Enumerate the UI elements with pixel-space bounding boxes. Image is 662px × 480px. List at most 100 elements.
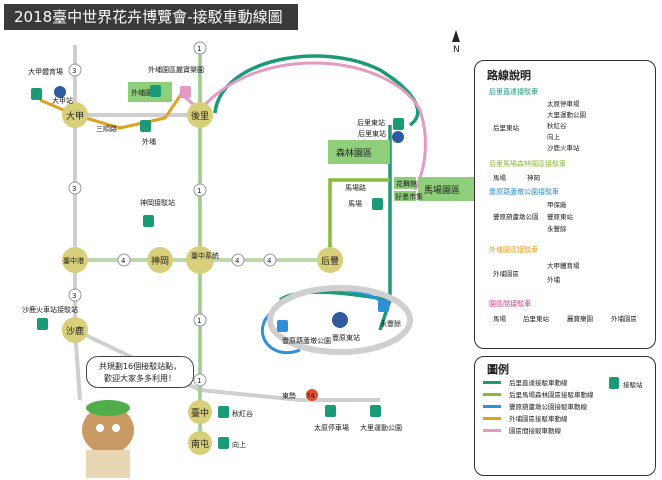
- legend-panel: 圖例 后里直達接駁車動線 后里馬場森林園區接駁車動線 豐原葫蘆墩公園接駁車動線 …: [474, 356, 656, 476]
- legend-item-teal: 后里直達接駁車動線: [509, 379, 568, 387]
- label-qiuhong: 秋紅谷: [232, 409, 253, 418]
- label-dajia-stadium: 大甲體育場: [28, 67, 63, 76]
- teal-dest-2: 大里運動公園: [547, 111, 586, 119]
- label-shalu-stop: 沙鹿火車站接駁站: [22, 305, 78, 314]
- legend-line-teal: [483, 381, 501, 384]
- hub-dajia: 大甲: [66, 110, 84, 122]
- pink-flow-3: 麗寶樂園: [567, 315, 593, 323]
- info-bubble: 共規劃16個接駁站點， 歡迎大家多多利用！: [86, 356, 194, 388]
- orange-origin: 外埔園區: [493, 270, 519, 278]
- label-fengyuan-east: 豐原東站: [332, 333, 360, 342]
- label-dali: 大里運動公園: [360, 423, 402, 432]
- legend-bus-icon: [609, 377, 619, 389]
- green-route: [328, 178, 390, 255]
- teal-dest-5: 沙鹿火車站: [547, 144, 580, 152]
- dajia-rail-icon: [54, 86, 66, 98]
- waipu-park-label: 外埔園區: [131, 88, 159, 97]
- flower-hall-label: 花舞館: [396, 179, 417, 188]
- label-xiangshang: 向上: [232, 440, 246, 449]
- teal-origin: 后里東站: [493, 124, 519, 132]
- hub-houli: 後里: [191, 110, 209, 122]
- blue-dest-2: 豐原東站: [547, 213, 573, 221]
- legend-line-orange: [483, 417, 501, 420]
- label-houli-east-b: 后里東站: [358, 129, 386, 138]
- shield-3b: 3: [72, 185, 76, 193]
- shield-74: 74: [306, 392, 315, 400]
- hub-nantun: 南屯: [191, 438, 209, 450]
- pink-route: [179, 61, 427, 191]
- flower-hall-box: [394, 177, 416, 189]
- blue-origin: 豐原葫蘆墩公園: [493, 213, 539, 221]
- hub-taichung-port: 臺中港: [63, 256, 84, 265]
- label-shengang-stop: 神岡接駁站: [140, 198, 175, 207]
- shield-1c: 1: [197, 317, 201, 325]
- green-from: 馬場: [493, 174, 506, 182]
- label-waichang-park: 外埔園區: [148, 65, 176, 74]
- shield-3c: 3: [72, 292, 76, 300]
- label-taiyuan: 太原停車場: [314, 423, 349, 432]
- mascot-icon: [82, 400, 134, 478]
- label-horse-rd: 馬場路: [345, 183, 366, 192]
- legend-line-blue: [483, 405, 501, 408]
- group-teal-title: 后里直達接駁車: [489, 88, 538, 96]
- shield-3a: 3: [72, 67, 76, 75]
- good-gate-box: [394, 191, 416, 201]
- group-blue-title: 豐原葫蘆墩公園接駁車: [489, 188, 559, 196]
- shield-4b: 4: [235, 257, 240, 265]
- route-panel: 路線說明 后里直達接駁車 后里東站 太原停車場 大里運動公園 秋紅谷 向上 沙鹿…: [474, 60, 656, 349]
- shield-4a: 4: [121, 257, 126, 265]
- label-lihbao: 麗寶樂園: [176, 65, 204, 74]
- blue-dest-3: 永豐餘: [547, 225, 567, 233]
- pink-flow-1: 馬場: [493, 315, 506, 323]
- pink-flow-2: 后里東站: [523, 315, 549, 323]
- label-dongshi: 東勢: [282, 391, 296, 400]
- group-orange-title: 外埔園區接駁車: [489, 246, 538, 254]
- hub-shalu: 沙鹿: [66, 325, 84, 337]
- shield-74-bg: [306, 389, 318, 401]
- shield-4c: 4: [267, 257, 272, 265]
- legend-title: 圖例: [487, 363, 509, 376]
- hub-shengang: 神岡: [151, 255, 169, 267]
- forest-park-box: [328, 140, 390, 164]
- bubble-line-2: 歡迎大家多多利用！: [104, 374, 176, 383]
- green-to: 神岡: [527, 174, 540, 182]
- hub-houfeng: 后豐: [321, 256, 339, 267]
- label-waipu: 外埔: [142, 137, 156, 146]
- teal-dest-1: 太原停車場: [547, 100, 580, 108]
- good-gate-label: 好墨市集: [395, 192, 423, 201]
- label-huludun: 豐原葫蘆墩公園: [282, 336, 331, 345]
- teal-dest-3: 秋紅谷: [547, 122, 567, 130]
- label-houli-east: 后里東站: [357, 118, 385, 127]
- map-title: 2018臺中世界花卉博覽會-接駁車動線圖: [4, 4, 298, 30]
- blue-dest-1: 甲保廠: [547, 201, 567, 209]
- label-sanhu: 三順路: [96, 124, 117, 133]
- horse-park-box: [418, 177, 474, 201]
- legend-item-pink: 園區間接駁車動線: [509, 427, 561, 435]
- orange-dest-2: 外埔: [547, 276, 560, 284]
- shield-1a: 1: [197, 45, 201, 53]
- horse-park-label: 馬場園區: [424, 184, 460, 196]
- road-shields: [68, 41, 277, 387]
- group-pink-title: 園區間接駁車: [489, 300, 531, 308]
- shield-1b: 1: [197, 187, 201, 195]
- teal-dest-4: 向上: [547, 133, 560, 141]
- compass-icon: [452, 30, 460, 42]
- route-panel-title: 路線說明: [487, 69, 531, 82]
- pink-flow-4: 外埔園區: [611, 315, 637, 323]
- hub-taichung: 臺中: [191, 407, 209, 419]
- label-yongfeng: 永豐餘: [380, 319, 401, 328]
- legend-item-orange: 外埔園區接駁車動線: [509, 415, 568, 423]
- legend-line-green: [483, 393, 501, 396]
- bubble-line-1: 共規劃16個接駁站點，: [98, 362, 182, 371]
- group-green-title: 后里馬場森林園區接駁車: [489, 160, 566, 168]
- legend-item-blue: 豐原葫蘆墩公園接駁車動線: [509, 403, 587, 411]
- orange-dest-1: 大甲體育場: [547, 262, 580, 270]
- label-horse-stop: 馬場: [348, 199, 362, 208]
- compass-label: N: [453, 45, 460, 55]
- fengyuan-rail-icon: [332, 312, 348, 328]
- legend-station-label: 接駁站: [623, 381, 643, 389]
- fengyuan-ring: [267, 285, 413, 355]
- houli-rail-icon: [392, 131, 404, 143]
- shield-1d: 1: [197, 377, 201, 385]
